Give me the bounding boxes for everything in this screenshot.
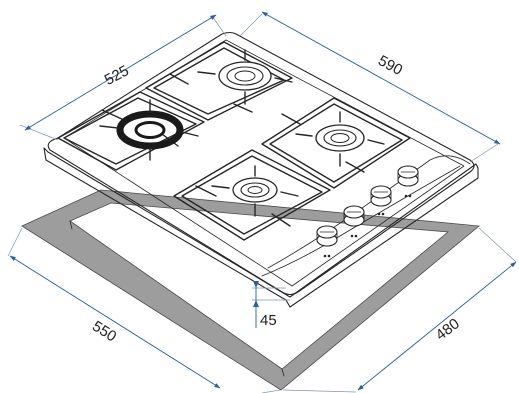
extension-line <box>7 227 23 257</box>
knob-2 <box>343 205 365 238</box>
dimension-label-height: 45 <box>260 312 277 329</box>
control-knobs <box>316 165 419 258</box>
dimension-line-590 <box>261 11 501 145</box>
dimension-arrows-45 <box>253 281 259 307</box>
cutout-inner-edge <box>69 220 285 377</box>
knob-3 <box>370 185 392 216</box>
dimension-line-525 <box>24 14 217 131</box>
burner-front-right <box>211 165 299 217</box>
extension-line <box>469 143 499 163</box>
extension-line <box>478 227 517 263</box>
dimension-label-top-depth: 590 <box>375 52 405 79</box>
burner-back-right-cap <box>315 124 365 152</box>
dimension-height: 45 <box>252 281 290 329</box>
dimension-cutout-width: 550 <box>7 227 281 393</box>
knob-1 <box>316 225 338 258</box>
dimension-line-550 <box>9 255 221 389</box>
extension-line <box>19 124 59 141</box>
knob-4 <box>397 165 419 198</box>
burner-front-right-cap <box>232 177 278 203</box>
countertop-cutout <box>21 189 480 391</box>
extension-line <box>282 389 357 393</box>
dimension-label-top-width: 525 <box>102 62 132 89</box>
dimension-line-480 <box>357 261 517 391</box>
hob-top-plate <box>47 31 475 296</box>
extension-line <box>239 13 263 37</box>
grate-front-right <box>173 149 331 241</box>
dimension-top-depth: 590 <box>239 11 501 163</box>
burner-front-left <box>99 99 199 161</box>
control-strip-lower <box>261 165 461 277</box>
hob-base <box>43 147 479 308</box>
extension-line <box>211 15 227 37</box>
dimension-cutout-depth: 480 <box>282 227 517 393</box>
dimension-label-cutout-depth: 480 <box>433 315 463 344</box>
cutout-frame <box>21 189 480 391</box>
